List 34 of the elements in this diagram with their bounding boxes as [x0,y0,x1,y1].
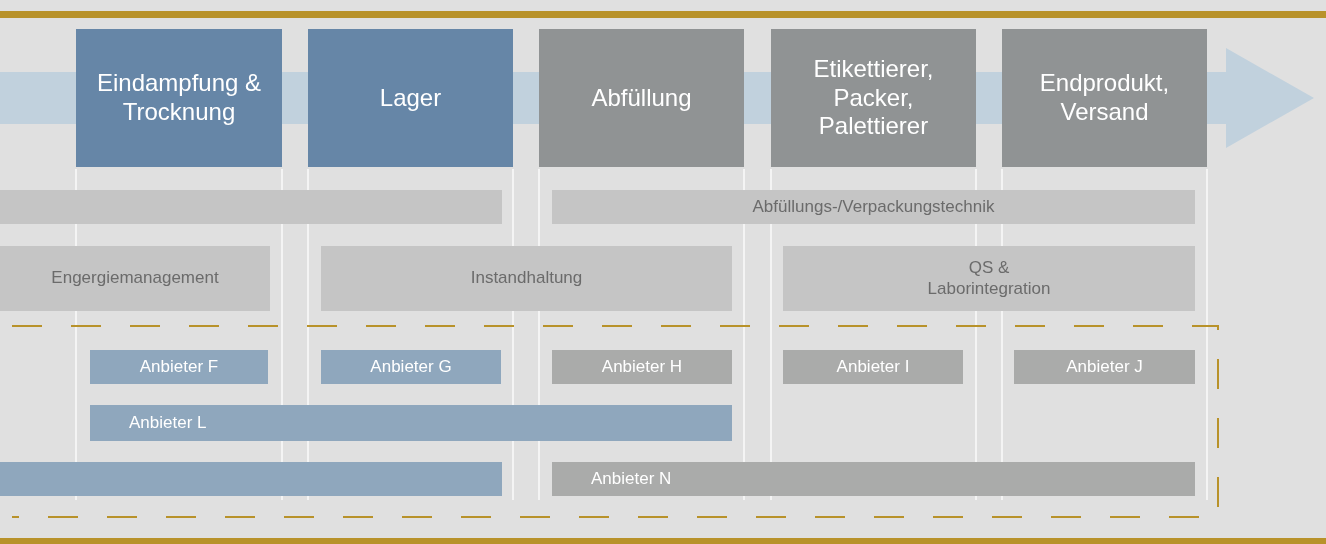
vendor-label: Anbieter H [601,356,683,378]
vendor-bar [0,462,502,496]
category-bar [0,190,502,224]
vendor-bar [552,350,732,384]
vendor-label: Anbieter F [139,356,219,378]
vendor-label: Anbieter J [1066,356,1143,378]
process-step-box [539,29,744,167]
vendor-label: Anbieter I [836,356,910,378]
category-bar [321,246,732,311]
category-bar [0,246,270,311]
vendor-bar [783,350,963,384]
category-label: Engergiemanagement [51,268,219,289]
vendor-bar [552,462,1195,496]
process-step-box [308,29,513,167]
process-step-box [771,29,976,167]
category-label: QS & Laborintegration [926,258,1052,299]
category-bar [552,190,1195,224]
process-step-box [1002,29,1207,167]
step-label: Etikettierer, Packer, Palettierer [812,54,935,142]
vendor-label: Anbieter N [591,468,672,490]
category-label: Abfüllungs-/Verpackungstechnik [752,196,995,218]
step-label: Lager [379,83,442,113]
vendor-label: Anbieter L [129,412,207,434]
vendor-bar [321,350,501,384]
step-label: Abfüllung [591,83,692,113]
step-label: Endprodukt, Versand [1038,69,1171,127]
vendor-bar [90,405,732,441]
step-label: Eindampfung & Trocknung [95,69,263,127]
vendor-bar [1014,350,1195,384]
category-bar [783,246,1195,311]
vendor-bar [90,350,268,384]
vendor-label: Anbieter G [370,356,452,378]
category-label: Instandhaltung [470,268,583,289]
process-step-box [76,29,282,167]
